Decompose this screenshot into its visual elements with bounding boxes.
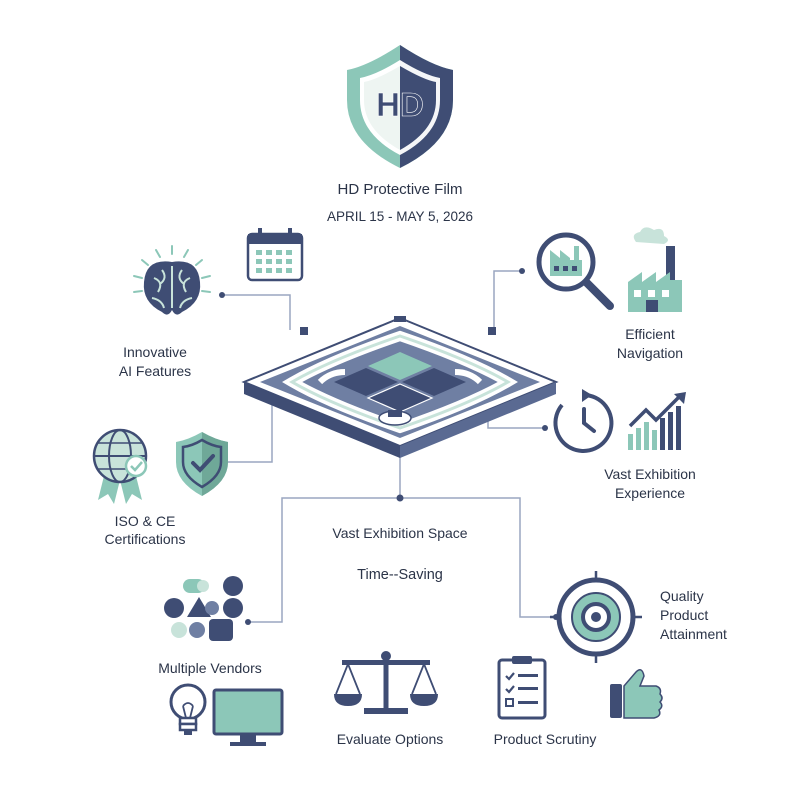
quality-label-2: Product xyxy=(660,607,709,623)
connector-certifications xyxy=(218,385,273,463)
shield-logo xyxy=(347,45,453,168)
central-platform xyxy=(241,316,559,458)
connector-quality xyxy=(400,497,556,618)
evaluate-label: Evaluate Options xyxy=(336,731,444,747)
shapes-icon xyxy=(164,576,243,641)
certifications-label-1: ISO & CE xyxy=(114,513,176,529)
center-label: Vast Exhibition Space xyxy=(332,525,468,541)
center-sublabel: Time--Saving xyxy=(357,567,443,583)
calendar-icon xyxy=(246,228,304,282)
thumbs-up-icon xyxy=(610,669,663,719)
scale-icon xyxy=(334,651,438,714)
scrutiny-label: Product Scrutiny xyxy=(493,731,597,747)
title: HD Protective Film xyxy=(337,181,463,198)
vendors-label: Multiple Vendors xyxy=(158,660,262,676)
shield-check-icon xyxy=(176,432,228,496)
navigation-label-1: Efficient xyxy=(625,326,675,342)
connector-vendors xyxy=(248,497,400,623)
growth-chart-icon xyxy=(628,392,686,450)
connector-lines xyxy=(218,270,556,623)
factory-search-icon xyxy=(536,232,614,310)
certifications-label-2: Certifications xyxy=(104,531,186,547)
experience-label-1: Vast Exhibition xyxy=(604,466,696,482)
logo-text: HD xyxy=(376,86,424,123)
lightbulb-icon xyxy=(169,683,207,735)
connector-navigation xyxy=(493,270,522,330)
navigation-label-2: Navigation xyxy=(616,345,684,361)
checklist-icon xyxy=(497,656,547,720)
factory-icon xyxy=(628,227,682,312)
innovative-label-2: AI Features xyxy=(118,363,192,379)
monitor-icon xyxy=(212,688,284,746)
innovative-label-1: Innovative xyxy=(123,344,187,360)
experience-label-2: Experience xyxy=(614,485,686,501)
connector-innovative xyxy=(222,294,291,330)
globe-award-icon xyxy=(92,428,148,504)
quality-label-1: Quality xyxy=(660,588,704,604)
quality-label-3: Attainment xyxy=(660,626,727,642)
target-icon xyxy=(550,571,642,663)
dates: APRIL 15 - MAY 5, 2026 xyxy=(326,209,474,224)
brain-icon xyxy=(133,245,211,315)
clock-icon xyxy=(553,389,614,453)
